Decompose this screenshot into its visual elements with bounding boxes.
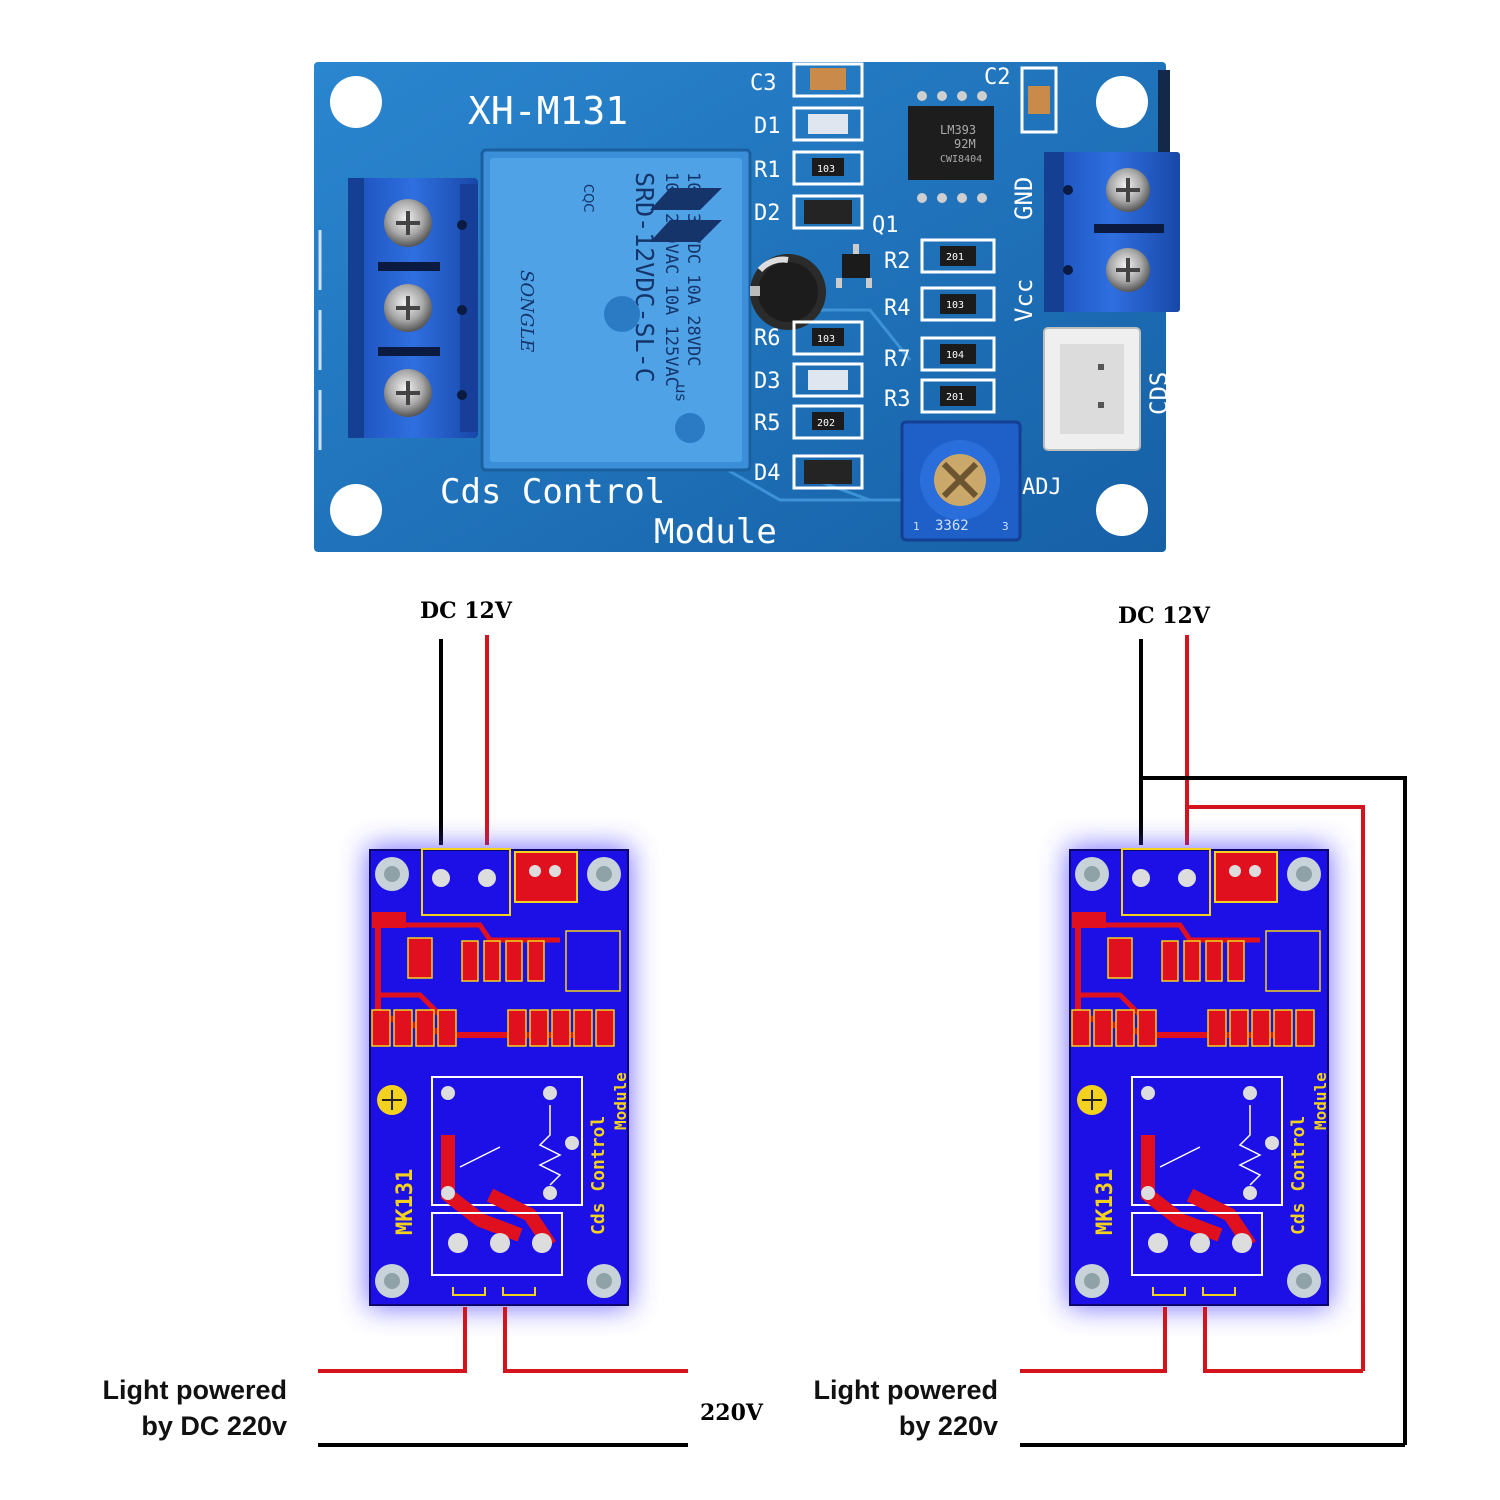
label-adj: ADJ bbox=[1022, 475, 1062, 500]
electrolytic-capacitor bbox=[750, 254, 826, 330]
load-label-line2: by 220v bbox=[899, 1411, 998, 1441]
relay-module-board: XH-M131 SRD-12VDC-SL-C 10A 250VAC 10A 12… bbox=[310, 60, 1180, 555]
smd-column-left: 103 103 202 bbox=[792, 62, 864, 490]
svg-text:LM393: LM393 bbox=[940, 123, 976, 137]
supply-label: DC 12V bbox=[1118, 603, 1211, 629]
relay-model-text: SRD-12VDC-SL-C bbox=[630, 172, 659, 383]
relay-us-text: us bbox=[672, 384, 690, 402]
board-title-line1: Cds Control bbox=[440, 472, 665, 512]
pcb-cds-control-text: Cds Control bbox=[588, 1116, 609, 1235]
branch-wire-red bbox=[1187, 805, 1365, 1371]
label-gnd: GND bbox=[1010, 177, 1038, 220]
svg-text:1: 1 bbox=[913, 520, 920, 533]
comparator-chip: LM393 92M CWI8404 bbox=[908, 91, 994, 203]
transistor-q1 bbox=[842, 254, 870, 278]
label-r3: R3 bbox=[884, 387, 911, 412]
svg-text:103: 103 bbox=[817, 334, 835, 345]
svg-text:3362: 3362 bbox=[935, 518, 969, 534]
branch-wire-black bbox=[1141, 776, 1407, 1445]
svg-text:201: 201 bbox=[946, 252, 964, 263]
load-wire-red-2 bbox=[503, 1307, 688, 1373]
label-d2: D2 bbox=[754, 201, 781, 226]
pcb-mk131-text: MK131 bbox=[393, 1169, 418, 1235]
pcb-module-text: Module bbox=[611, 1072, 630, 1130]
load-wire-red-1 bbox=[318, 1307, 467, 1373]
relay-component: SRD-12VDC-SL-C 10A 250VAC 10A 125VAC 10A… bbox=[480, 148, 752, 472]
module-pcb-layout: MK131 Cds Control Module bbox=[1069, 848, 1330, 1306]
label-vcc: Vcc bbox=[1010, 279, 1038, 322]
power-input-terminal bbox=[1044, 152, 1180, 312]
model-label: XH-M131 bbox=[468, 89, 628, 133]
relay-cert-text: CQC bbox=[580, 184, 595, 212]
label-d3: D3 bbox=[754, 369, 781, 394]
label-r6: R6 bbox=[754, 326, 781, 351]
label-d4: D4 bbox=[754, 461, 781, 486]
mount-hole bbox=[330, 484, 382, 536]
label-q1: Q1 bbox=[872, 213, 899, 238]
relay-output-terminal bbox=[318, 178, 478, 450]
smd-column-right: 201 103 104 201 bbox=[920, 238, 996, 414]
load-wire-red-1 bbox=[1020, 1307, 1167, 1373]
mains-label: 220V bbox=[700, 1400, 764, 1426]
potentiometer-adj: 3362 1 3 bbox=[900, 420, 1022, 542]
svg-text:CWI8404: CWI8404 bbox=[940, 154, 982, 165]
label-c3: C3 bbox=[750, 71, 777, 96]
mount-hole bbox=[330, 76, 382, 128]
label-c2: C2 bbox=[984, 65, 1011, 90]
svg-text:3: 3 bbox=[1002, 520, 1009, 533]
svg-text:103: 103 bbox=[946, 300, 964, 311]
label-r4: R4 bbox=[884, 296, 911, 321]
load-label-line1: Light powered bbox=[814, 1375, 999, 1405]
svg-text:202: 202 bbox=[817, 418, 835, 429]
svg-text:201: 201 bbox=[946, 392, 964, 403]
label-d1: D1 bbox=[754, 114, 781, 139]
load-wire-red-2 bbox=[1203, 1307, 1363, 1373]
label-r1: R1 bbox=[754, 158, 781, 183]
wiring-diagram-dc-load: DC 12V bbox=[60, 595, 764, 1465]
label-r7: R7 bbox=[884, 347, 911, 372]
module-pcb-layout: MK131 Cds Control Module bbox=[369, 848, 630, 1306]
pcb-cds-control-text: Cds Control bbox=[1288, 1116, 1309, 1235]
load-label-line2: by DC 220v bbox=[141, 1411, 287, 1441]
relay-brand-text: SONGLE bbox=[516, 270, 537, 352]
pcb-mk131-text: MK131 bbox=[1093, 1169, 1118, 1235]
mount-hole bbox=[1096, 484, 1148, 536]
label-cds: CDS bbox=[1145, 372, 1173, 415]
svg-text:103: 103 bbox=[817, 164, 835, 175]
pcb-module-text: Module bbox=[1311, 1072, 1330, 1130]
load-label-line1: Light powered bbox=[103, 1375, 288, 1405]
wiring-diagram-ac-load: DC 12V bbox=[780, 595, 1440, 1465]
cds-sensor-connector bbox=[1043, 327, 1141, 451]
supply-label: DC 12V bbox=[420, 598, 513, 624]
mount-hole bbox=[1096, 76, 1148, 128]
label-r2: R2 bbox=[884, 249, 911, 274]
label-r5: R5 bbox=[754, 411, 781, 436]
svg-text:92M: 92M bbox=[954, 137, 976, 151]
board-title-line2: Module bbox=[654, 512, 777, 552]
svg-text:104: 104 bbox=[946, 350, 964, 361]
